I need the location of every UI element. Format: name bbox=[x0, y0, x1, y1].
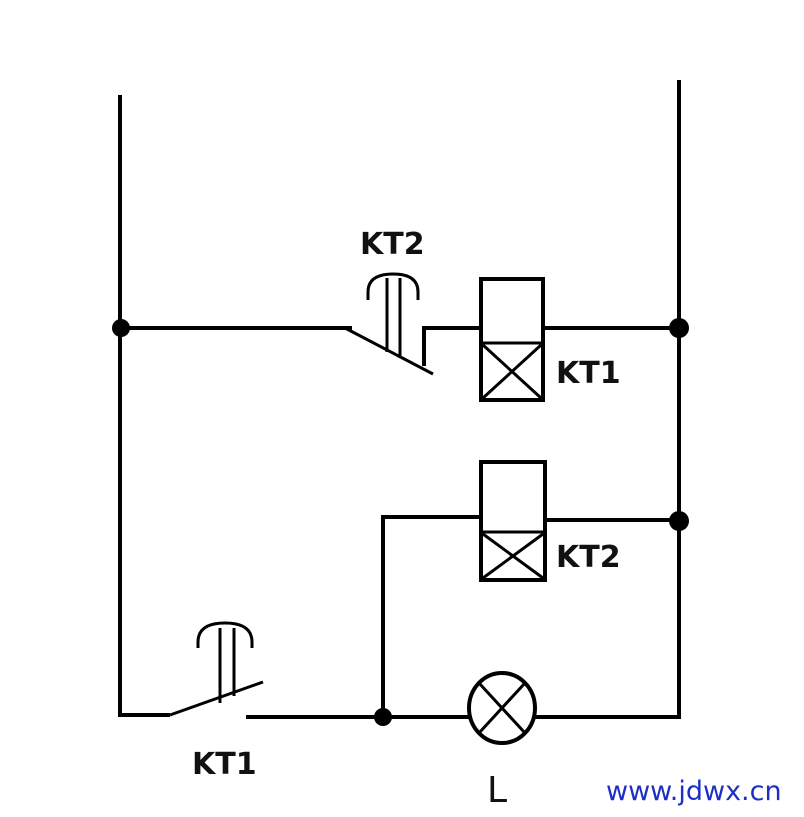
bottom-junction bbox=[374, 708, 392, 726]
lamp-symbol bbox=[467, 671, 537, 745]
kt2-coil bbox=[479, 460, 547, 582]
kt1-delay-contact bbox=[169, 621, 264, 717]
kt1-contact-label: KT1 bbox=[192, 747, 257, 782]
lamp-label: L bbox=[487, 770, 507, 811]
watermark: www.jdwx.cn bbox=[606, 776, 782, 807]
top-right-junction bbox=[669, 318, 689, 338]
kt2-contact-label: KT2 bbox=[360, 227, 425, 262]
kt2-coil-label: KT2 bbox=[556, 540, 621, 575]
kt1-coil-label: KT1 bbox=[556, 356, 621, 391]
mid-right-junction bbox=[669, 511, 689, 531]
kt1-coil bbox=[479, 277, 545, 402]
top-left-junction bbox=[112, 319, 130, 337]
kt2-delay-contact bbox=[344, 272, 434, 376]
